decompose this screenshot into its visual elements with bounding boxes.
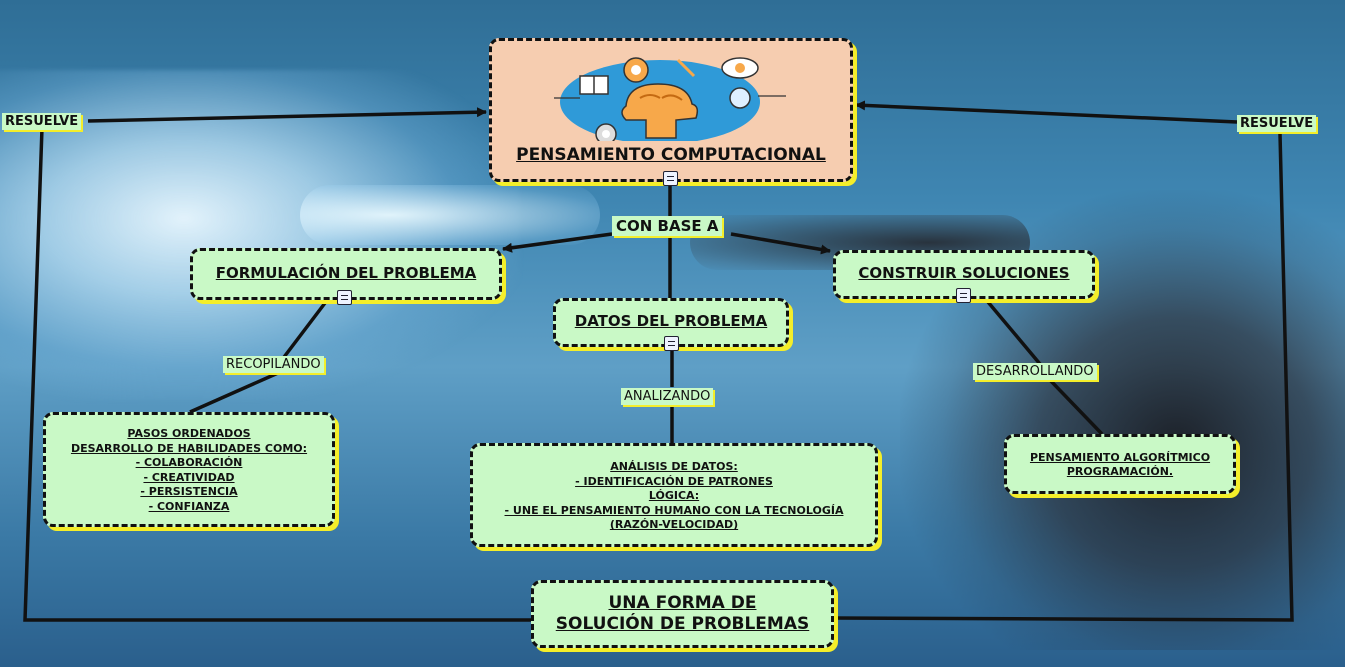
label-con-base-a: CON BASE A [612, 216, 722, 236]
node-solucion-de-problemas[interactable]: UNA FORMA DE SOLUCIÓN DE PROBLEMAS [531, 580, 834, 648]
label-resuelve-left: RESUELVE [2, 113, 81, 130]
pensamiento-line: PENSAMIENTO ALGORÍTMICO [1007, 451, 1233, 465]
line-recopilando-to-pasos [190, 373, 278, 412]
arrow-resuelve-right-to-root [856, 105, 1237, 122]
line-desarrollando-to-pensamiento [1050, 380, 1102, 434]
pasos-line: PASOS ORDENADOS [46, 427, 332, 442]
root-title: PENSAMIENTO COMPUTACIONAL [492, 145, 850, 165]
solucion-line: UNA FORMA DE [534, 593, 831, 614]
label-analizando: ANALIZANDO [621, 388, 713, 405]
pasos-line: - CONFIANZA [46, 500, 332, 515]
analisis-line: ANÁLISIS DE DATOS: [473, 460, 875, 475]
node-formulacion-title: FORMULACIÓN DEL PROBLEMA [216, 264, 477, 282]
analisis-line: - UNE EL PENSAMIENTO HUMANO CON LA TECNO… [473, 504, 875, 519]
pasos-line: - CREATIVIDAD [46, 471, 332, 486]
analisis-line: (RAZÓN-VELOCIDAD) [473, 518, 875, 533]
note-icon[interactable] [663, 171, 678, 186]
label-recopilando: RECOPILANDO [223, 356, 324, 373]
label-desarrollando: DESARROLLANDO [973, 363, 1097, 380]
computational-thinking-illustration [528, 46, 793, 141]
node-construir-title: CONSTRUIR SOLUCIONES [858, 264, 1069, 282]
arrow-to-formulacion [503, 234, 612, 249]
note-icon[interactable] [956, 288, 971, 303]
note-icon[interactable] [664, 336, 679, 351]
pensamiento-line: PROGRAMACIÓN. [1007, 465, 1233, 479]
analisis-line: - IDENTIFICACIÓN DE PATRONES [473, 475, 875, 490]
pasos-line: - COLABORACIÓN [46, 456, 332, 471]
analisis-line: LÓGICA: [473, 489, 875, 504]
arrow-resuelve-left-to-root [88, 112, 486, 121]
arrow-to-construir [731, 234, 830, 251]
line-construir-to-desarrollando [988, 302, 1040, 364]
note-icon[interactable] [337, 290, 352, 305]
label-resuelve-right: RESUELVE [1237, 115, 1316, 132]
pasos-line: DESARROLLO DE HABILIDADES COMO: [46, 442, 332, 457]
node-datos-title: DATOS DEL PROBLEMA [575, 312, 767, 330]
pasos-line: - PERSISTENCIA [46, 485, 332, 500]
node-analisis-de-datos[interactable]: ANÁLISIS DE DATOS: - IDENTIFICACIÓN DE P… [470, 443, 878, 547]
node-pensamiento-algoritmico[interactable]: PENSAMIENTO ALGORÍTMICO PROGRAMACIÓN. [1004, 434, 1236, 494]
solucion-line: SOLUCIÓN DE PROBLEMAS [534, 614, 831, 635]
node-pasos-ordenados[interactable]: PASOS ORDENADOS DESARROLLO DE HABILIDADE… [43, 412, 335, 527]
